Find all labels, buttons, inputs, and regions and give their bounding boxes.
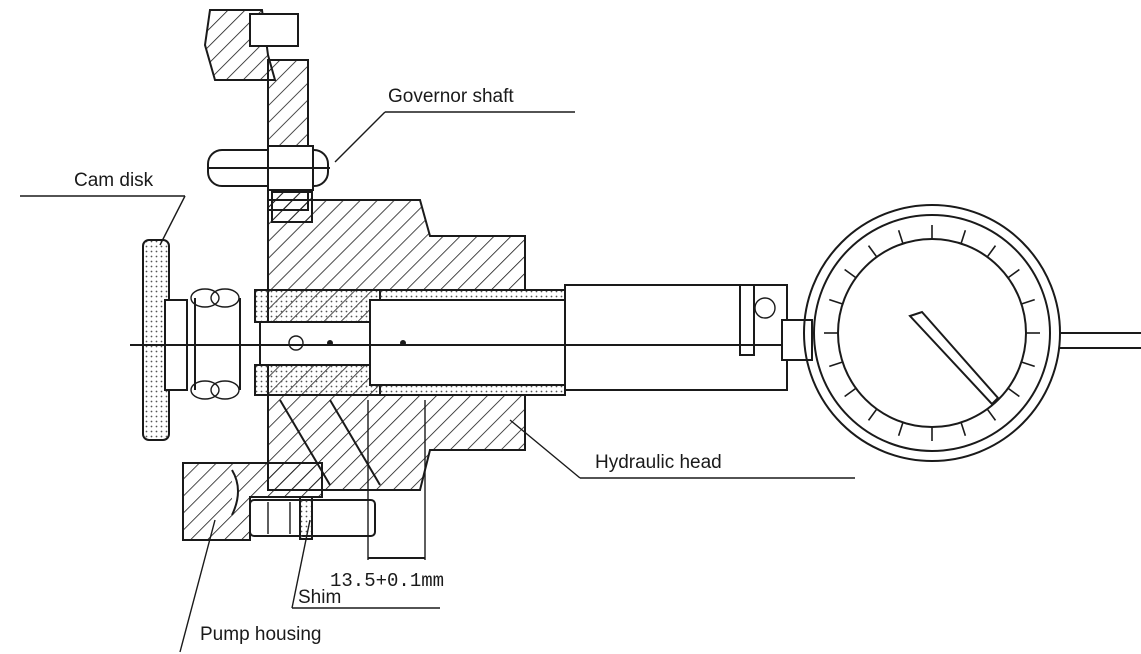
dial-tick bbox=[1007, 387, 1020, 398]
dial-tick bbox=[1007, 268, 1020, 279]
dimension-label: 13.5+0.1mm bbox=[330, 570, 444, 592]
gauge-adapter bbox=[130, 284, 813, 391]
dial-gauge bbox=[803, 204, 1141, 462]
dial-tick bbox=[960, 422, 967, 436]
dial-tick bbox=[1021, 361, 1035, 368]
dial-tick bbox=[986, 408, 997, 421]
dial-ticks bbox=[824, 225, 1040, 441]
governor-shaft-label: Governor shaft bbox=[388, 86, 514, 107]
pump-housing bbox=[182, 462, 323, 541]
hydraulic-head-body bbox=[254, 199, 571, 491]
governor-shaft-assembly bbox=[203, 9, 330, 223]
dial-tick bbox=[844, 268, 857, 279]
cam-disk-assembly bbox=[130, 239, 260, 441]
dial-tick bbox=[867, 245, 878, 258]
dial-tick bbox=[960, 230, 967, 244]
cam-disk-label: Cam disk bbox=[74, 170, 154, 191]
pump-housing-label: Pump housing bbox=[200, 624, 321, 645]
dial-tick bbox=[829, 298, 843, 305]
shim-bolt bbox=[249, 496, 376, 540]
dial-tick bbox=[897, 422, 904, 436]
shim-label: Shim bbox=[298, 587, 341, 608]
dimension-markers bbox=[367, 400, 426, 560]
dial-tick bbox=[897, 230, 904, 244]
dial-tick bbox=[1021, 298, 1035, 305]
dial-tick bbox=[829, 361, 843, 368]
leader-lines bbox=[20, 111, 855, 653]
dial-tick bbox=[844, 387, 857, 398]
dial-tick bbox=[867, 408, 878, 421]
hydraulic-head-label: Hydraulic head bbox=[595, 452, 722, 473]
dial-tick bbox=[986, 245, 997, 258]
